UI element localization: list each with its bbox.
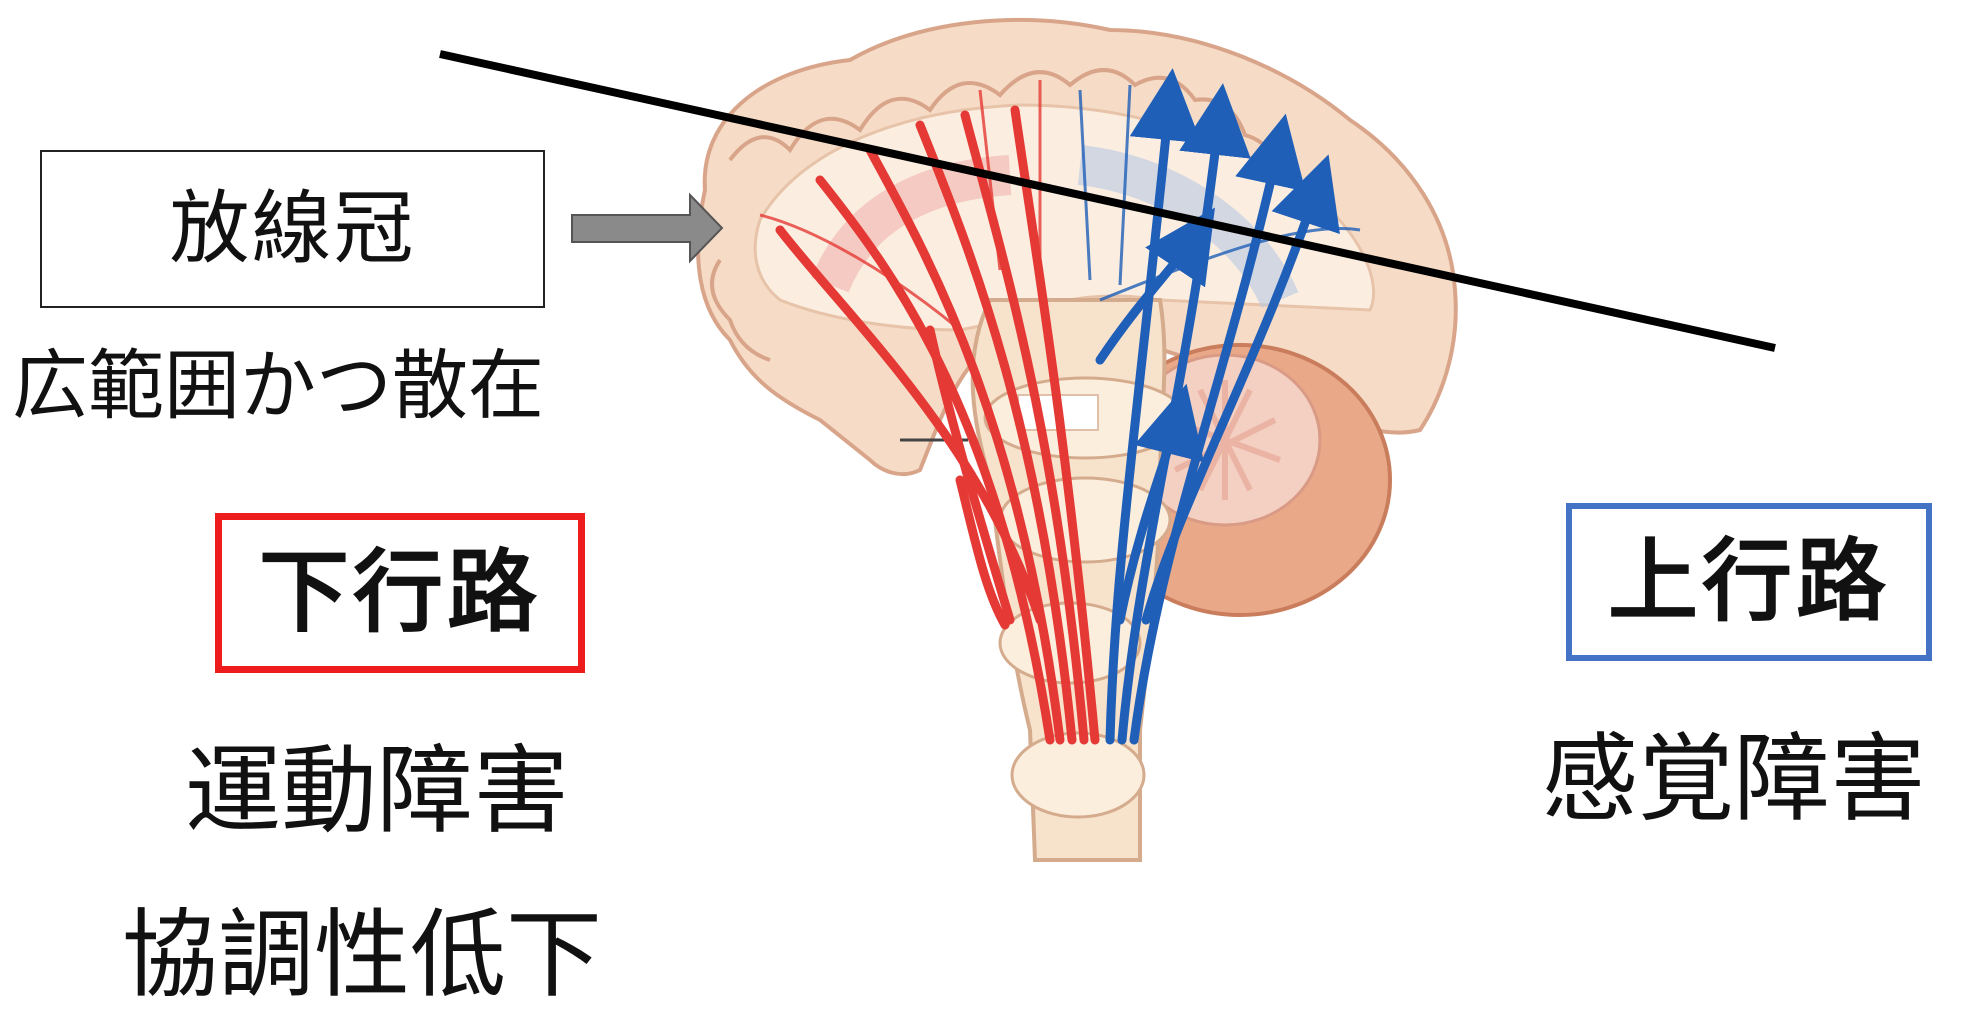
ascending-tract-label: 上行路 (1608, 529, 1890, 634)
pointer-arrow (571, 192, 724, 264)
section-line (439, 50, 1776, 352)
descending-tract-box: 下行路 (215, 513, 585, 673)
coordination-decline-text: 協調性低下 (122, 899, 602, 1011)
widespread-text: 広範囲かつ散在 (12, 341, 544, 430)
descending-tracts (775, 105, 1100, 745)
motor-disorder-text: 運動障害 (185, 735, 569, 847)
corona-radiata-label: 放線冠 (169, 182, 416, 275)
ascending-tract-box: 上行路 (1566, 503, 1932, 661)
descending-tract-label: 下行路 (259, 540, 541, 645)
corona-radiata-box: 放線冠 (40, 150, 545, 308)
sensory-disorder-text: 感覚障害 (1542, 723, 1926, 835)
